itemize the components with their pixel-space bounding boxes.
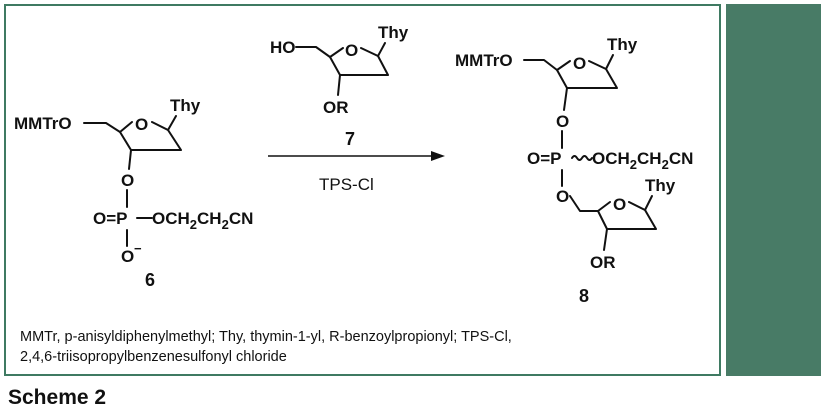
ring-oxygen-6: O — [135, 115, 148, 134]
thy-bond-8-bottom — [644, 195, 653, 211]
phosphoryl-group-8: O=P — [527, 149, 562, 168]
c3-o-bond-6 — [128, 149, 132, 170]
c3-or-bond-7 — [337, 74, 341, 96]
or-label-8: OR — [590, 253, 616, 272]
och-part-8: OCH — [592, 149, 630, 168]
ring-oxygen-7: O — [345, 41, 358, 60]
oxide-6: O — [121, 247, 134, 266]
compound-number-8: 8 — [579, 286, 589, 306]
or-label-7: OR — [323, 98, 349, 117]
thy-label-6: Thy — [170, 96, 201, 115]
thy-bond-8-top — [605, 54, 614, 70]
compound-7: HO O Thy OR 7 — [270, 23, 409, 149]
ring-oxygen-8-top: O — [573, 54, 586, 73]
compound-6: MMTrO O Thy O O=P OCH2CH2CN O − 6 — [14, 96, 253, 290]
linking-oxygen-6: O — [121, 171, 134, 190]
c3-o-bond-8 — [563, 87, 568, 111]
subscript-2b-8: 2 — [662, 157, 669, 172]
compound-8: MMTrO O Thy O O=P OCH2CH2CN O O Thy OR 8 — [455, 35, 693, 306]
figure-caption: MMTr, p-anisyldiphenylmethyl; Thy, thymi… — [20, 327, 710, 367]
phosphoryl-group-6: O=P — [93, 209, 128, 228]
sugar-ring-8-top — [556, 60, 618, 89]
c3-or-bond-8 — [603, 228, 608, 251]
cn-part-6: CN — [229, 209, 254, 228]
thy-label-8-top: Thy — [607, 35, 638, 54]
cn-part-8: CN — [669, 149, 694, 168]
c5-bond-8 — [523, 59, 558, 71]
ch-part-8: CH — [637, 149, 662, 168]
thy-bond-6 — [167, 115, 177, 131]
sugar-ring-8-bottom — [597, 201, 657, 230]
cyanoethyl-group-8: OCH2CH2CN — [592, 149, 693, 172]
thy-bond-7 — [377, 42, 386, 57]
ring-oxygen-8-bottom: O — [613, 195, 626, 214]
scheme-title: Scheme 2 — [8, 386, 107, 409]
upper-linking-oxygen-8: O — [556, 112, 569, 131]
c5-bond-7 — [295, 46, 331, 58]
mmtro-label: MMTrO — [14, 114, 72, 133]
subscript-2a-8: 2 — [630, 157, 637, 172]
cyanoethyl-group-6: OCH2CH2CN — [152, 209, 253, 232]
decorative-side-band — [726, 4, 821, 376]
caption-line-2: 2,4,6-triisopropylbenzenesulfonyl chlori… — [20, 349, 287, 365]
arrow-head — [431, 151, 445, 161]
subscript-2a-6: 2 — [190, 217, 197, 232]
caption-line-1: MMTr, p-anisyldiphenylmethyl; Thy, thymi… — [20, 329, 512, 345]
ho-label-7: HO — [270, 38, 296, 57]
compound-number-6: 6 — [145, 270, 155, 290]
subscript-2b-6: 2 — [222, 217, 229, 232]
c5-bond — [83, 122, 121, 133]
c5-bond-8-bottom — [569, 195, 599, 212]
sugar-ring-6 — [119, 121, 182, 151]
minus-charge-6: − — [134, 241, 142, 256]
thy-label-8-bottom: Thy — [645, 176, 676, 195]
lower-linking-oxygen-8: O — [556, 187, 569, 206]
wavy-bond-8 — [571, 155, 593, 161]
thy-label-7: Thy — [378, 23, 409, 42]
ch-part-6: CH — [197, 209, 222, 228]
compound-number-7: 7 — [345, 129, 355, 149]
reaction-arrow — [268, 151, 445, 161]
sugar-ring-7 — [329, 47, 389, 76]
reagent-label: TPS-Cl — [319, 175, 374, 194]
och-part-6: OCH — [152, 209, 190, 228]
mmtro-label-8: MMTrO — [455, 51, 513, 70]
